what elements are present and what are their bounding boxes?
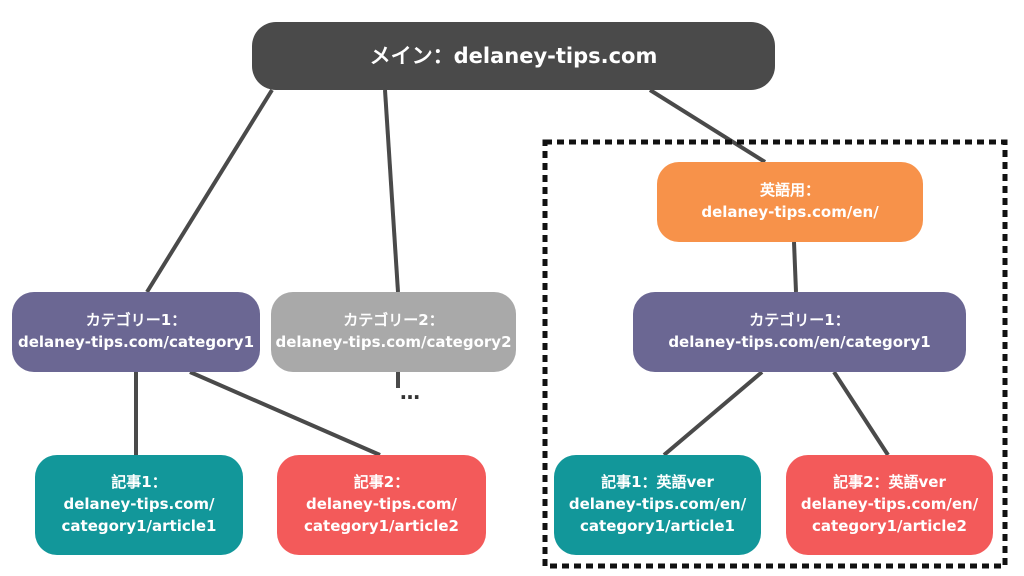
link-main-english (648, 88, 767, 164)
en-article1-url-line2: category1/article1 (580, 516, 735, 535)
article1-url-line2: category1/article1 (61, 516, 217, 535)
en-article2-node: 記事2：英語ver delaney-tips.com/en/ category1… (786, 455, 993, 555)
en-article1-node: 記事1：英語ver delaney-tips.com/en/ category1… (554, 455, 761, 555)
english-section-dashed-border (542, 139, 1008, 569)
en-article1-title: 記事1：英語ver (601, 473, 714, 492)
link-category1-article2 (189, 370, 381, 457)
english-site-node: 英語用： delaney-tips.com/en/ (657, 162, 923, 242)
english-site-title: 英語用： (759, 181, 820, 200)
article2-node: 記事2： delaney-tips.com/ category1/article… (277, 455, 486, 555)
en-category1-title: カテゴリー1： (749, 311, 850, 330)
article2-url-line1: delaney-tips.com/ (305, 495, 457, 514)
en-category1-url: delaney-tips.com/en/category1 (668, 333, 931, 351)
article1-node: 記事1： delaney-tips.com/ category1/article… (35, 455, 243, 555)
category1-title: カテゴリー1： (85, 311, 187, 330)
main-site-label: メイン：delaney-tips.com (369, 43, 658, 68)
link-main-category1 (145, 88, 274, 294)
main-site-node: メイン：delaney-tips.com (252, 22, 775, 90)
more-categories-ellipsis: … (400, 380, 421, 404)
english-site-url: delaney-tips.com/en/ (701, 203, 879, 221)
link-encategory1-enarticle1 (662, 370, 764, 457)
link-english-encategory1 (792, 241, 798, 293)
article1-url-line1: delaney-tips.com/ (63, 495, 215, 514)
en-article2-title: 記事2：英語ver (833, 473, 946, 492)
en-article2-url-line2: category1/article2 (812, 516, 967, 535)
en-article1-url-line1: delaney-tips.com/en/ (568, 495, 747, 514)
category1-url: delaney-tips.com/category1 (17, 333, 255, 351)
article2-url-line2: category1/article2 (304, 516, 459, 535)
article1-title: 記事1： (111, 473, 167, 492)
category2-node: カテゴリー2： delaney-tips.com/category2 (271, 292, 516, 372)
en-category1-node: カテゴリー1： delaney-tips.com/en/category1 (633, 292, 966, 372)
link-encategory1-enarticle2 (832, 370, 890, 457)
category1-node: カテゴリー1： delaney-tips.com/category1 (12, 292, 260, 372)
en-article2-url-line1: delaney-tips.com/en/ (800, 495, 979, 514)
category2-url: delaney-tips.com/category2 (275, 333, 512, 351)
link-main-category2 (383, 89, 400, 293)
article2-title: 記事2： (353, 473, 410, 492)
category2-title: カテゴリー2： (343, 311, 444, 330)
